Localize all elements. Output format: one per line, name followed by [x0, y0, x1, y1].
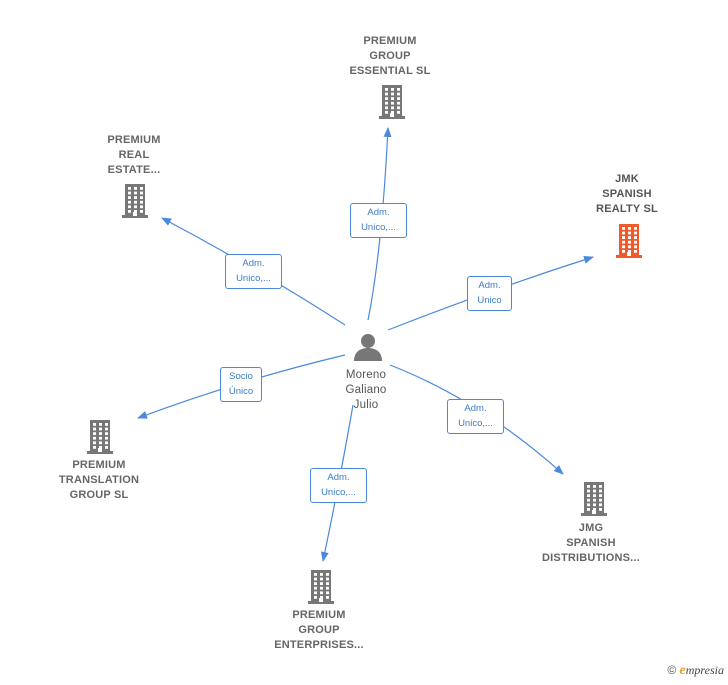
node-premium-real-estate[interactable] [122, 184, 148, 218]
node-label-premium-translation-group[interactable]: PREMIUM TRANSLATION GROUP SL [29, 458, 169, 503]
edge-label-premium-group-essential[interactable]: Adm. Unico,... [350, 203, 407, 238]
node-label-jmk-spanish-realty[interactable]: JMK SPANISH REALTY SL [557, 172, 697, 217]
building-icon [87, 420, 113, 454]
node-label-premium-group-enterprises[interactable]: PREMIUM GROUP ENTERPRISES... [249, 608, 389, 653]
copyright-symbol: © [667, 663, 677, 677]
person-icon [354, 334, 382, 361]
building-icon [581, 482, 607, 516]
company-name: PREMIUM TRANSLATION GROUP SL [58, 459, 140, 501]
node-label-jmg-spanish-distributions[interactable]: JMG SPANISH DISTRIBUTIONS... [521, 521, 661, 566]
node-label-person[interactable]: Moreno Galiano Julio [316, 368, 416, 413]
node-premium-group-essential[interactable] [379, 85, 405, 119]
node-jmk-spanish-realty[interactable] [616, 224, 642, 258]
company-name: JMK SPANISH REALTY SL [596, 173, 658, 215]
node-premium-translation-group[interactable] [87, 420, 113, 454]
node-label-premium-real-estate[interactable]: PREMIUM REAL ESTATE... [64, 133, 204, 178]
company-name: JMG SPANISH DISTRIBUTIONS... [542, 522, 640, 564]
person-name: Moreno Galiano Julio [345, 369, 387, 411]
building-icon [616, 224, 642, 258]
empresia-logo: empresia [679, 663, 724, 678]
building-icon [379, 85, 405, 119]
node-person[interactable] [353, 333, 383, 361]
edge-label-jmk-spanish-realty[interactable]: Adm. Unico [467, 276, 512, 311]
company-name: PREMIUM REAL ESTATE... [107, 134, 161, 176]
building-icon [122, 184, 148, 218]
company-name: PREMIUM GROUP ESSENTIAL SL [349, 35, 431, 77]
building-icon [308, 570, 334, 604]
edge-label-premium-group-enterprises[interactable]: Adm. Unico,... [310, 468, 367, 503]
footer-brand: © empresia [667, 663, 724, 679]
node-premium-group-enterprises[interactable] [308, 570, 334, 604]
node-jmg-spanish-distributions[interactable] [581, 482, 607, 516]
node-label-premium-group-essential[interactable]: PREMIUM GROUP ESSENTIAL SL [320, 34, 460, 79]
edge-label-jmg-spanish-distributions[interactable]: Adm. Unico,... [447, 399, 504, 434]
edge-label-premium-translation-group[interactable]: Socio Único [220, 367, 262, 402]
company-name: PREMIUM GROUP ENTERPRISES... [274, 609, 364, 651]
edge-label-premium-real-estate[interactable]: Adm. Unico,... [225, 254, 282, 289]
